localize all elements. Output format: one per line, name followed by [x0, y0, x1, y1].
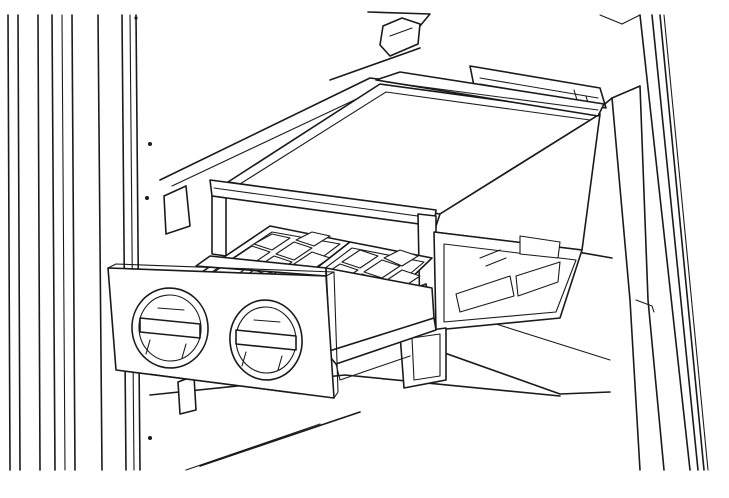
- left-cabinet-wall: [7, 14, 152, 471]
- knob-right[interactable]: [226, 296, 306, 383]
- right-door-edge: [599, 14, 709, 471]
- cabinet-interior: [149, 47, 613, 471]
- knob-left[interactable]: [128, 284, 212, 372]
- ice-maker-housing: [227, 71, 605, 251]
- lower-bin: [399, 231, 583, 389]
